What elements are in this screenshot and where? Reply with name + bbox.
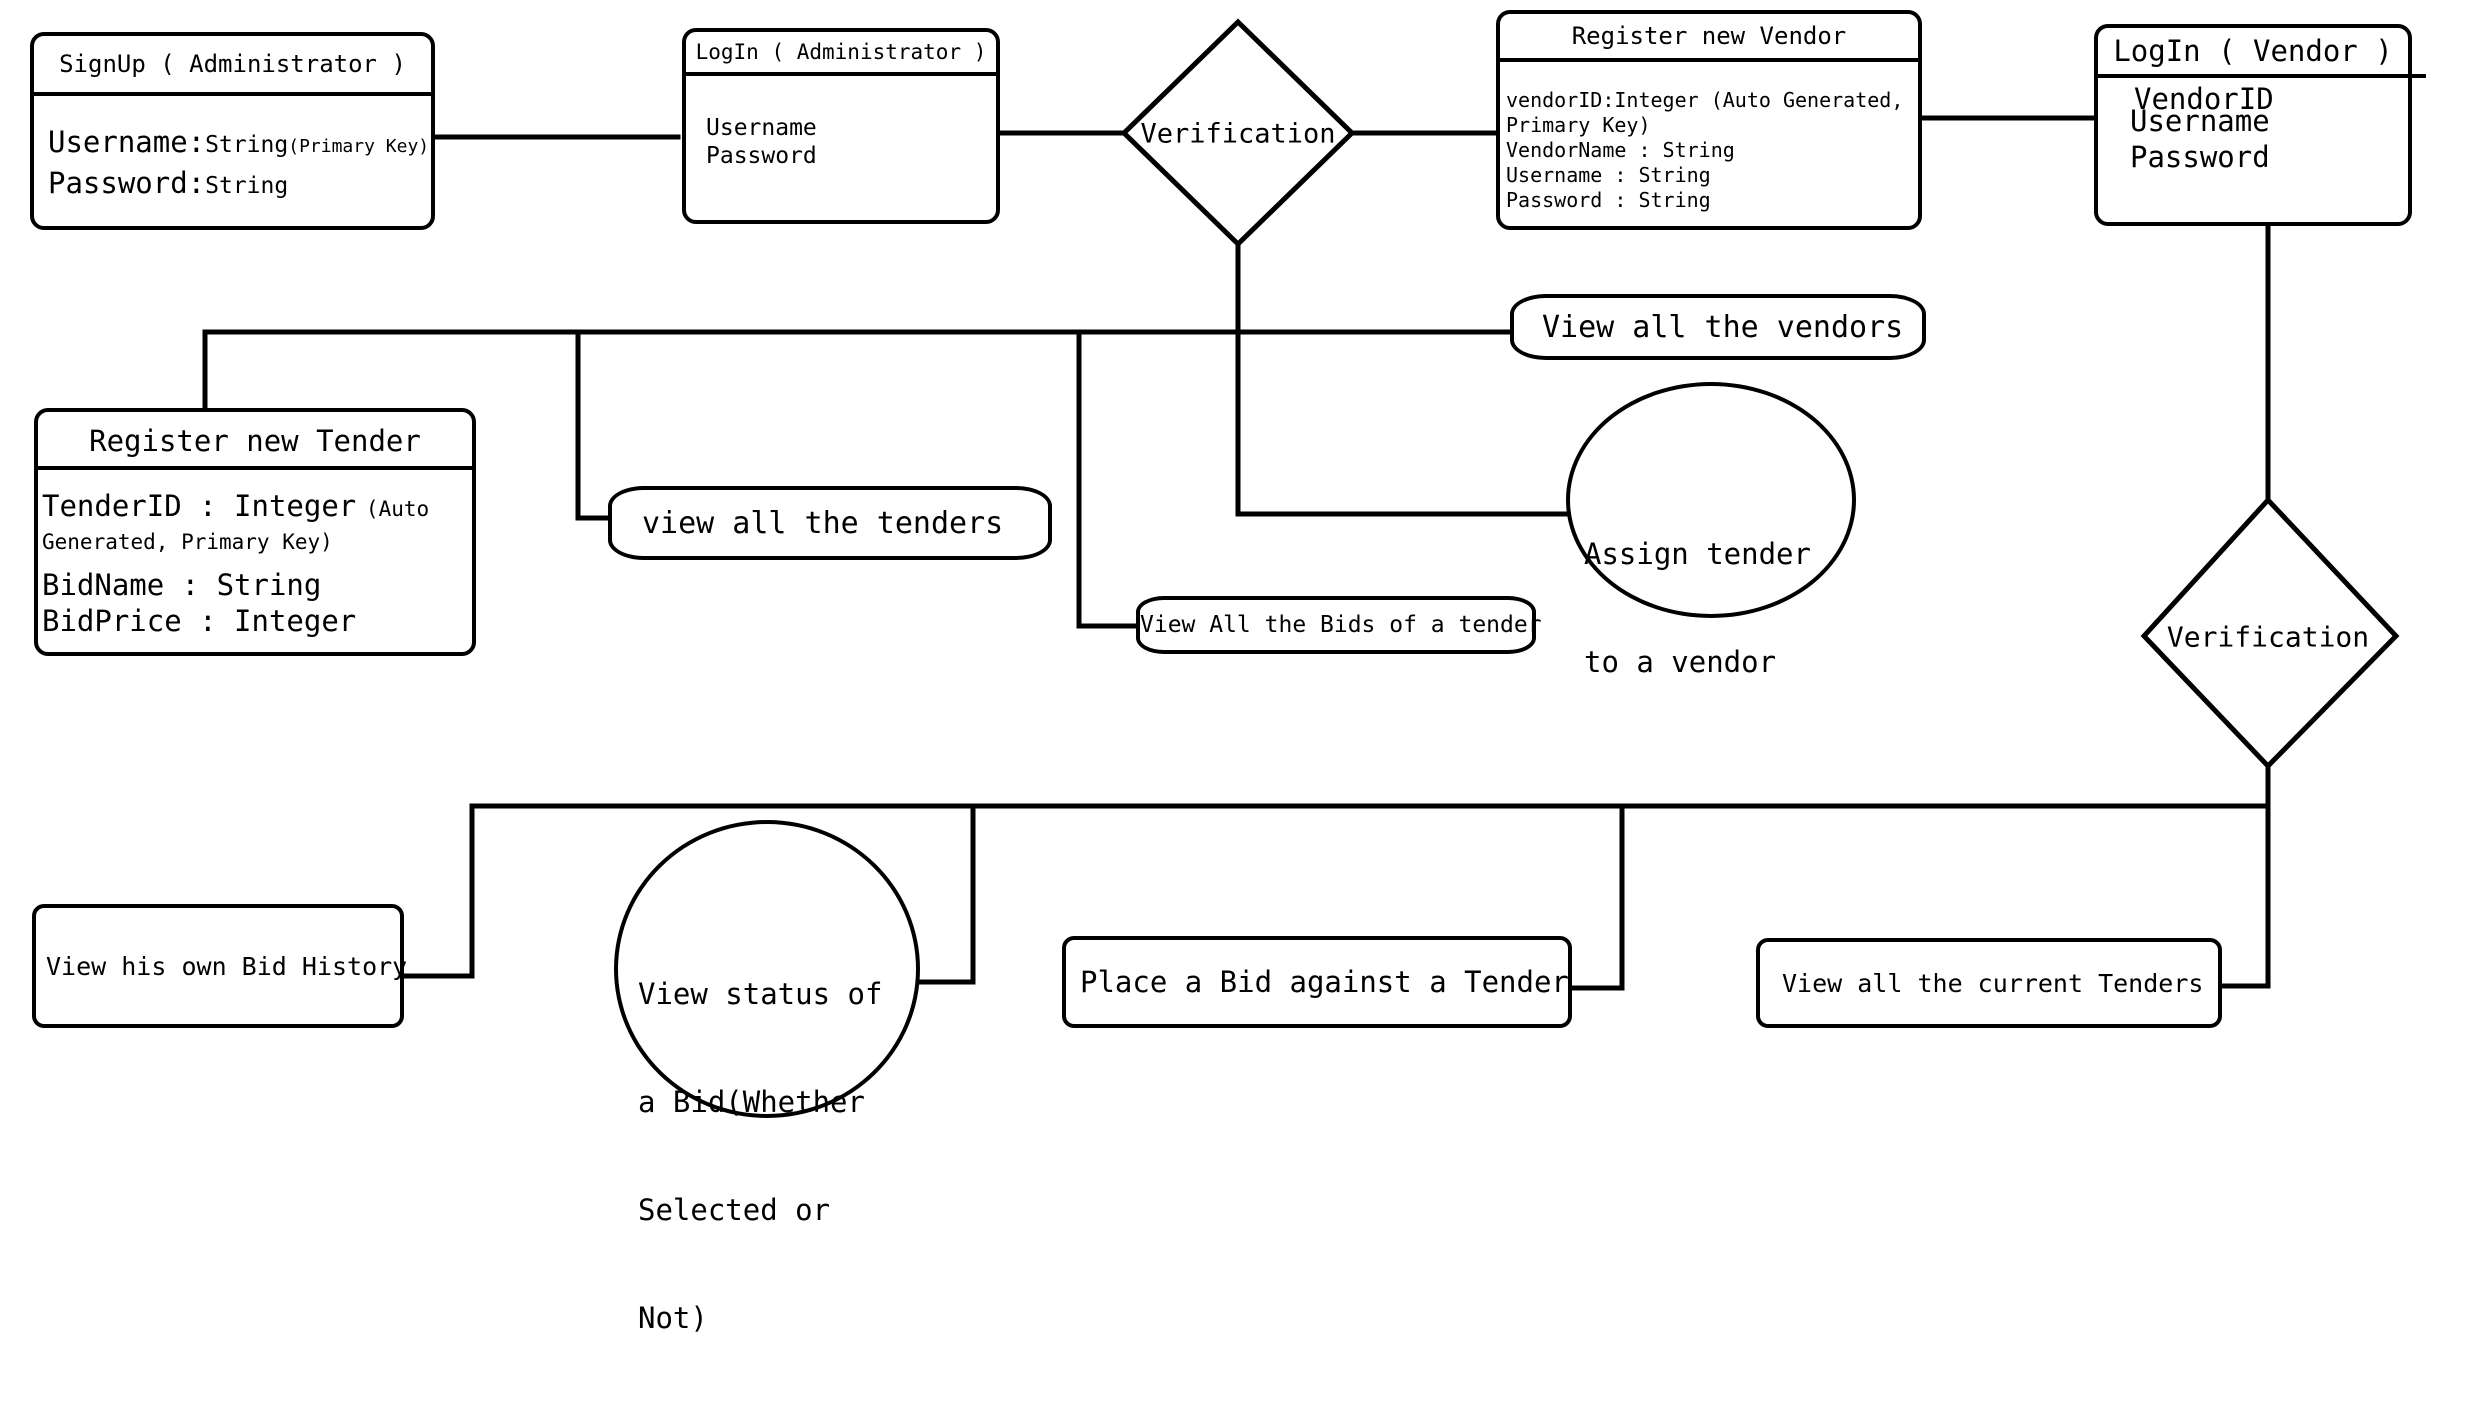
entity-divider: [682, 72, 1000, 76]
admin-login-fields: Username Password: [706, 114, 817, 170]
admin-signup-title: SignUp ( Administrator ): [59, 50, 406, 78]
register-vendor-title: Register new Vendor: [1571, 22, 1847, 50]
admin-signup-field-username: Username:String(Primary Key): [48, 125, 430, 159]
admin-verification-label: Verification: [1140, 118, 1336, 150]
admin-verification-diamond: [1120, 18, 1356, 248]
register-tender-field-id: TenderID : Integer (Auto: [42, 489, 430, 523]
entity-divider: [2094, 74, 2426, 78]
view-all-tenders-action: view all the tenders: [608, 486, 1052, 560]
register-tender-fields: TenderID : Integer (Auto Generated, Prim…: [42, 488, 429, 639]
bid-status-line-2: a Bid(Whether: [638, 1085, 865, 1119]
vendor-login-entity: LogIn ( Vendor ) VendorID Username Passw…: [2094, 24, 2426, 226]
entity-divider: [30, 92, 435, 96]
entity-divider: [34, 466, 476, 470]
assign-tender-action: Assign tender to a vendor: [1566, 382, 1856, 679]
register-vendor-field-password: Password : String: [1506, 188, 1711, 212]
admin-login-field-username: Username: [706, 115, 817, 141]
vendor-login-fields: VendorID Username Password: [2130, 82, 2274, 172]
vendor-login-field-password: Password: [2130, 140, 2270, 174]
register-tender-field-bidprice: BidPrice : Integer: [42, 604, 357, 638]
register-vendor-fields: vendorID:Integer (Auto Generated, Primar…: [1506, 88, 1903, 213]
bid-status-line-4: Not): [638, 1301, 708, 1335]
admin-login-title: LogIn ( Administrator ): [695, 40, 987, 64]
admin-login-field-password: Password: [706, 143, 817, 169]
register-vendor-field-id-cont: Primary Key): [1506, 113, 1651, 137]
register-tender-title: Register new Tender: [89, 424, 421, 458]
vendor-verification-label: Verification: [2166, 620, 2370, 654]
assign-tender-line-2: to a vendor: [1584, 645, 1777, 679]
view-all-bids-action: View All the Bids of a tender: [1136, 596, 1542, 654]
admin-login-entity: LogIn ( Administrator ) Username Passwor…: [682, 28, 1000, 224]
view-bid-history-action: View his own Bid History: [32, 904, 407, 1028]
view-all-vendors-action: View all the vendors: [1510, 294, 1926, 360]
flow-diagram: Verification Verification SignUp ( Admin…: [30, 10, 2426, 1335]
register-tender-field-id-cont: Generated, Primary Key): [42, 530, 333, 554]
view-bid-status-action: View status of a Bid(Whether Selected or…: [614, 820, 920, 1335]
bid-status-line-1: View status of: [638, 977, 883, 1011]
register-vendor-entity: Register new Vendor vendorID:Integer (Au…: [1496, 10, 1922, 230]
admin-signup-fields: Username:String(Primary Key) Password:St…: [48, 124, 429, 206]
vendor-login-title: LogIn ( Vendor ): [2113, 34, 2393, 68]
register-tender-field-bidname: BidName : String: [42, 568, 322, 602]
connector-lines: [202, 18, 2400, 991]
vendor-login-field-username: Username: [2130, 104, 2270, 138]
entity-divider: [1496, 58, 1922, 62]
assign-tender-line-1: Assign tender: [1584, 537, 1811, 571]
register-vendor-field-id: vendorID:Integer (Auto Generated,: [1506, 88, 1904, 112]
register-vendor-field-name: VendorName : String: [1506, 138, 1735, 162]
register-tender-entity: Register new Tender TenderID : Integer (…: [34, 408, 476, 656]
view-current-tenders-action: View all the current Tenders: [1756, 938, 2222, 1028]
place-bid-action: Place a Bid against a Tender: [1062, 936, 1572, 1028]
bid-status-line-3: Selected or: [638, 1193, 831, 1227]
register-vendor-field-username: Username : String: [1506, 163, 1711, 187]
admin-signup-field-password: Password:String: [48, 166, 289, 200]
vendor-verification-diamond: [2140, 496, 2400, 770]
vendor-login-field-id: VendorID: [2134, 82, 2274, 116]
admin-signup-entity: SignUp ( Administrator ) Username:String…: [30, 32, 435, 230]
